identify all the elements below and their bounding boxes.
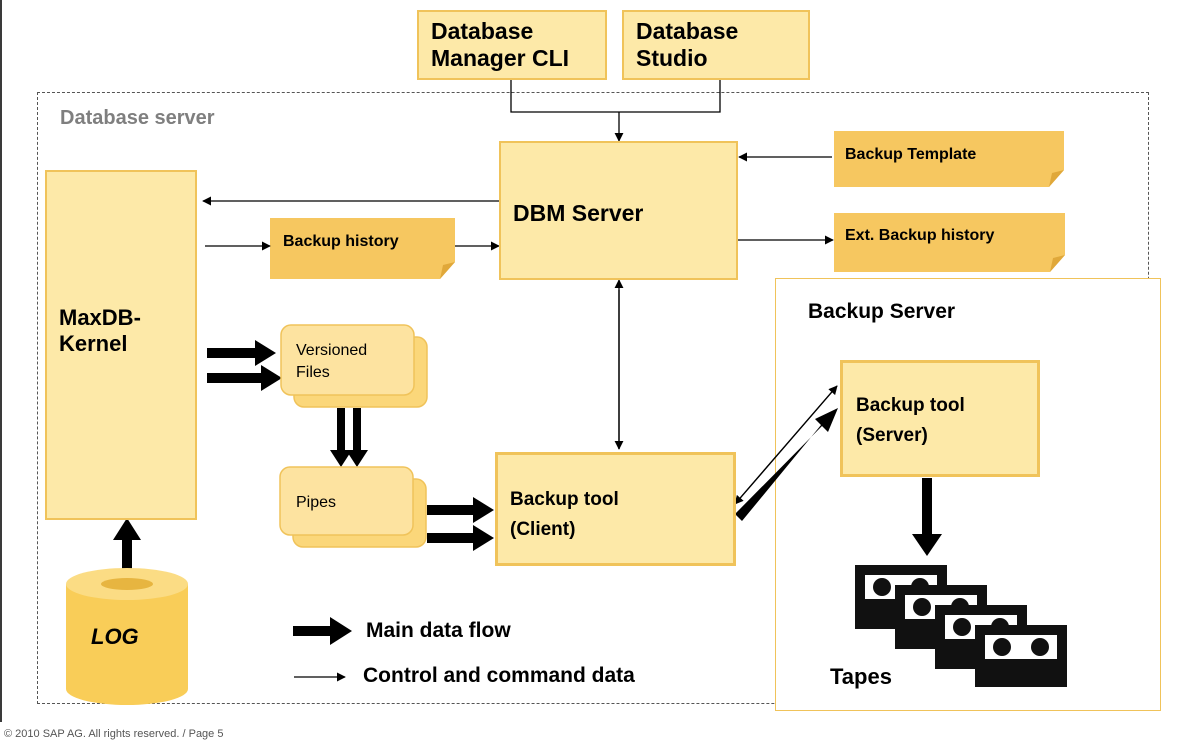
database-server-title: Database server	[60, 107, 215, 129]
tapes-label: Tapes	[830, 664, 892, 689]
backup-tool-server-box: Backup tool (Server)	[840, 360, 1040, 477]
log-cylinder-icon	[66, 568, 188, 705]
database-studio-box: Database Studio	[622, 10, 810, 80]
slide-left-rule	[0, 0, 2, 722]
database-studio-label: Database Studio	[636, 18, 739, 71]
backup-history-label: Backup history	[283, 233, 399, 250]
log-label: LOG	[91, 624, 139, 649]
pipes-label: Pipes	[296, 494, 337, 511]
backup-tool-client-label: Backup tool (Client)	[510, 489, 619, 540]
backup-tool-server-label: Backup tool (Server)	[856, 395, 965, 446]
control-arrows	[202, 80, 838, 682]
versioned-files-label: Versioned Files	[296, 342, 368, 381]
dbm-server-label: DBM Server	[513, 200, 644, 226]
dbm-server-box: DBM Server	[499, 141, 738, 280]
tapes-icon	[855, 565, 1067, 687]
versioned-files-stack	[280, 324, 428, 408]
footer-copyright: © 2010 SAP AG. All rights reserved. / Pa…	[4, 728, 224, 740]
note-backup-history	[270, 218, 455, 279]
pipes-stack	[279, 466, 427, 548]
maxdb-kernel-label: MaxDB- Kernel	[59, 305, 141, 356]
note-backup-template	[834, 131, 1064, 187]
maxdb-kernel-box: MaxDB- Kernel	[45, 170, 197, 520]
note-ext-backup-history	[834, 213, 1065, 272]
backup-server-title: Backup Server	[808, 300, 956, 323]
database-manager-cli-box: Database Manager CLI	[417, 10, 607, 80]
database-manager-cli-label: Database Manager CLI	[431, 18, 570, 71]
backup-tool-client-box: Backup tool (Client)	[495, 452, 736, 566]
legend-main-data-flow: Main data flow	[366, 619, 511, 642]
backup-template-label: Backup Template	[845, 146, 977, 163]
legend-control-data: Control and command data	[363, 664, 635, 687]
ext-backup-history-label: Ext. Backup history	[845, 227, 995, 244]
main-flow-arrows	[113, 340, 942, 645]
